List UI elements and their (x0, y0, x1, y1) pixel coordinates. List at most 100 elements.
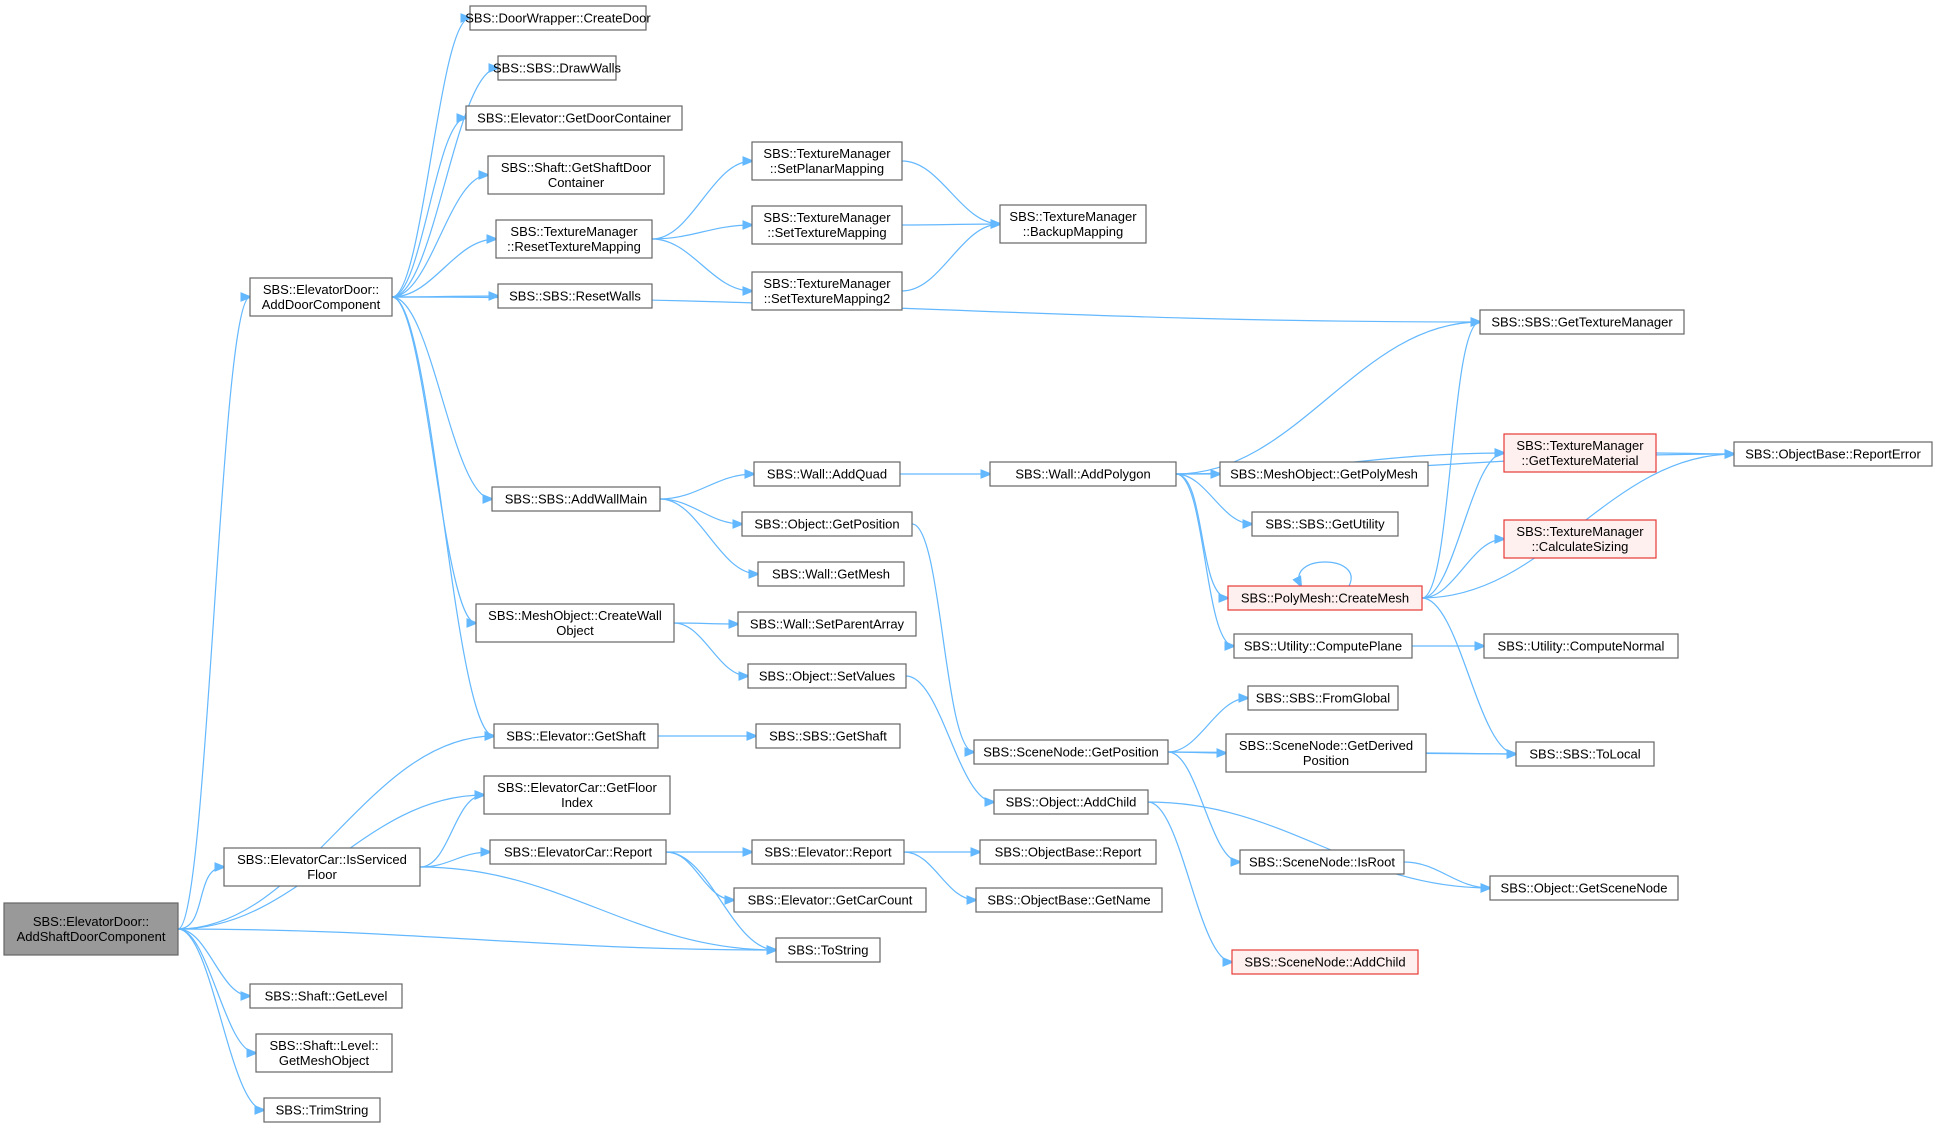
node-box (775, 937, 881, 963)
node-sbs-texturemanager-backupmapping[interactable]: SBS::TextureManager::BackupMapping (999, 204, 1147, 244)
node-label: SBS::Elevator::GetCarCount (748, 893, 913, 908)
node-sbs-wall-setparentarray[interactable]: SBS::Wall::SetParentArray (737, 611, 917, 637)
node-sbs-object-setvalues[interactable]: SBS::Object::SetValues (747, 663, 907, 689)
node-sbs-meshobject-getpolymesh[interactable]: SBS::MeshObject::GetPolyMesh (1219, 461, 1429, 487)
node-label: SBS::ToString (788, 943, 869, 958)
edge-n6-to-n10 (651, 238, 752, 291)
node-label: SBS::Utility::ComputeNormal (1498, 639, 1665, 654)
node-label: SBS::TextureManager (763, 276, 891, 291)
node-box (751, 141, 903, 181)
node-sbs-elevatorcar-report[interactable]: SBS::ElevatorCar::Report (489, 839, 667, 865)
node-sbs-elevator-getcarcount[interactable]: SBS::Elevator::GetCarCount (733, 887, 927, 913)
node-label: AddDoorComponent (262, 297, 381, 312)
node-sbs-wall-addquad[interactable]: SBS::Wall::AddQuad (753, 461, 901, 487)
node-sbs-scenenode-isroot[interactable]: SBS::SceneNode::IsRoot (1239, 849, 1405, 875)
node-label: SBS::ElevatorCar::GetFloor (497, 780, 657, 795)
node-label: SBS::ObjectBase::Report (995, 845, 1142, 860)
node-sbs-sbs-fromglobal[interactable]: SBS::SBS::FromGlobal (1247, 685, 1399, 711)
node-sbs-texturemanager-calculatesizing[interactable]: SBS::TextureManager::CalculateSizing (1503, 519, 1657, 559)
node-sbs-tostring[interactable]: SBS::ToString (775, 937, 881, 963)
node-sbs-object-getposition[interactable]: SBS::Object::GetPosition (741, 511, 913, 537)
node-sbs-polymesh-createmesh[interactable]: SBS::PolyMesh::CreateMesh (1227, 585, 1423, 611)
node-sbs-texturemanager-settexturemapping2[interactable]: SBS::TextureManager::SetTextureMapping2 (751, 271, 903, 311)
node-box (487, 155, 665, 195)
edge-n23-to-n22 (1421, 539, 1504, 599)
edge-n0-to-n1 (177, 297, 250, 930)
node-sbs-elevatordoor-addshaftdoorcomponent[interactable]: SBS::ElevatorDoor::AddShaftDoorComponent (3, 902, 179, 956)
node-label: SBS::SceneNode::IsRoot (1249, 855, 1395, 870)
node-label: SBS::SBS::DrawWalls (493, 61, 622, 76)
node-sbs-utility-computenormal[interactable]: SBS::Utility::ComputeNormal (1483, 633, 1679, 659)
edge-n0-to-n47 (177, 928, 250, 996)
node-sbs-objectbase-getname[interactable]: SBS::ObjectBase::GetName (975, 887, 1163, 913)
node-sbs-shaft-level-getmeshobject[interactable]: SBS::Shaft::Level::GetMeshObject (255, 1033, 393, 1073)
node-box (1233, 633, 1413, 659)
node-sbs-object-addchild[interactable]: SBS::Object::AddChild (993, 789, 1149, 815)
node-label: ::SetTextureMapping (767, 225, 886, 240)
node-box (737, 611, 917, 637)
node-sbs-object-getscenenode[interactable]: SBS::Object::GetSceneNode (1489, 875, 1679, 901)
node-sbs-sbs-resetwalls[interactable]: SBS::SBS::ResetWalls (497, 283, 653, 309)
node-sbs-texturemanager-gettexturematerial[interactable]: SBS::TextureManager::GetTextureMaterial (1503, 433, 1657, 473)
node-sbs-elevator-getshaft[interactable]: SBS::Elevator::GetShaft (493, 723, 659, 749)
edge-n28-to-n36 (905, 675, 994, 802)
edge-n15-to-n29 (911, 523, 974, 752)
node-sbs-objectbase-report[interactable]: SBS::ObjectBase::Report (979, 839, 1157, 865)
node-sbs-sbs-tolocal[interactable]: SBS::SBS::ToLocal (1515, 741, 1655, 767)
node-sbs-sbs-gettexturemanager[interactable]: SBS::SBS::GetTextureManager (1479, 309, 1685, 335)
node-sbs-utility-computeplane[interactable]: SBS::Utility::ComputePlane (1233, 633, 1413, 659)
node-label: Object (556, 623, 594, 638)
node-label: SBS::ElevatorCar::IsServiced (237, 852, 407, 867)
node-sbs-texturemanager-settexturemapping[interactable]: SBS::TextureManager::SetTextureMapping (751, 205, 903, 245)
node-sbs-wall-addpolygon[interactable]: SBS::Wall::AddPolygon (989, 461, 1177, 487)
node-label: SBS::Wall::AddQuad (767, 467, 887, 482)
node-box (1515, 741, 1655, 767)
node-box (751, 205, 903, 245)
node-sbs-texturemanager-resettexturemapping[interactable]: SBS::TextureManager::ResetTextureMapping (495, 219, 653, 259)
edge-n37-to-n38 (1403, 861, 1490, 888)
edge-n13-to-n16 (659, 498, 758, 574)
node-label: SBS::TrimString (276, 1103, 369, 1118)
node-box (733, 887, 927, 913)
node-box (741, 511, 913, 537)
node-sbs-elevatordoor-adddoorcomponent[interactable]: SBS::ElevatorDoor::AddDoorComponent (249, 277, 393, 317)
node-sbs-sbs-getutility[interactable]: SBS::SBS::GetUtility (1251, 511, 1399, 537)
node-sbs-sbs-getshaft[interactable]: SBS::SBS::GetShaft (755, 723, 901, 749)
edge-n9-to-n11 (901, 224, 1000, 225)
node-label: SBS::ElevatorDoor:: (263, 282, 379, 297)
node-sbs-doorwrapper-createdoor[interactable]: SBS::DoorWrapper::CreateDoor (465, 5, 651, 31)
node-box (1503, 519, 1657, 559)
edge-n0-to-n49 (177, 928, 264, 1110)
node-sbs-scenenode-getposition[interactable]: SBS::SceneNode::GetPosition (973, 739, 1169, 765)
node-sbs-trimstring[interactable]: SBS::TrimString (263, 1097, 381, 1123)
node-sbs-texturemanager-setplanarmapping[interactable]: SBS::TextureManager::SetPlanarMapping (751, 141, 903, 181)
node-sbs-elevator-getdoorcontainer[interactable]: SBS::Elevator::GetDoorContainer (465, 105, 683, 131)
node-sbs-shaft-getlevel[interactable]: SBS::Shaft::GetLevel (249, 983, 403, 1009)
edge-n17-to-n12 (1175, 322, 1480, 475)
edge-n1-to-n26 (391, 296, 476, 623)
node-box (989, 461, 1177, 487)
edge-n23-to-n20 (1421, 453, 1504, 599)
node-box (491, 486, 661, 512)
node-sbs-objectbase-reporterror[interactable]: SBS::ObjectBase::ReportError (1733, 441, 1933, 467)
edge-n1-to-n6 (391, 239, 496, 298)
node-label: ::CalculateSizing (1532, 539, 1629, 554)
node-label: ::GetTextureMaterial (1521, 453, 1638, 468)
node-label: ::BackupMapping (1023, 224, 1123, 239)
edge-n0-to-n33 (177, 736, 494, 930)
node-sbs-sbs-addwallmain[interactable]: SBS::SBS::AddWallMain (491, 486, 661, 512)
edge-n1-to-n13 (391, 296, 492, 499)
node-label: SBS::SceneNode::GetPosition (983, 745, 1159, 760)
node-label: SBS::Wall::GetMesh (772, 567, 890, 582)
node-sbs-wall-getmesh[interactable]: SBS::Wall::GetMesh (757, 561, 905, 587)
node-label: SBS::MeshObject::CreateWall (488, 608, 662, 623)
edge-n41-to-n46 (665, 851, 776, 950)
node-sbs-elevator-report[interactable]: SBS::Elevator::Report (751, 839, 905, 865)
node-sbs-sbs-drawwalls[interactable]: SBS::SBS::DrawWalls (493, 55, 622, 81)
node-sbs-scenenode-addchild[interactable]: SBS::SceneNode::AddChild (1231, 949, 1419, 975)
